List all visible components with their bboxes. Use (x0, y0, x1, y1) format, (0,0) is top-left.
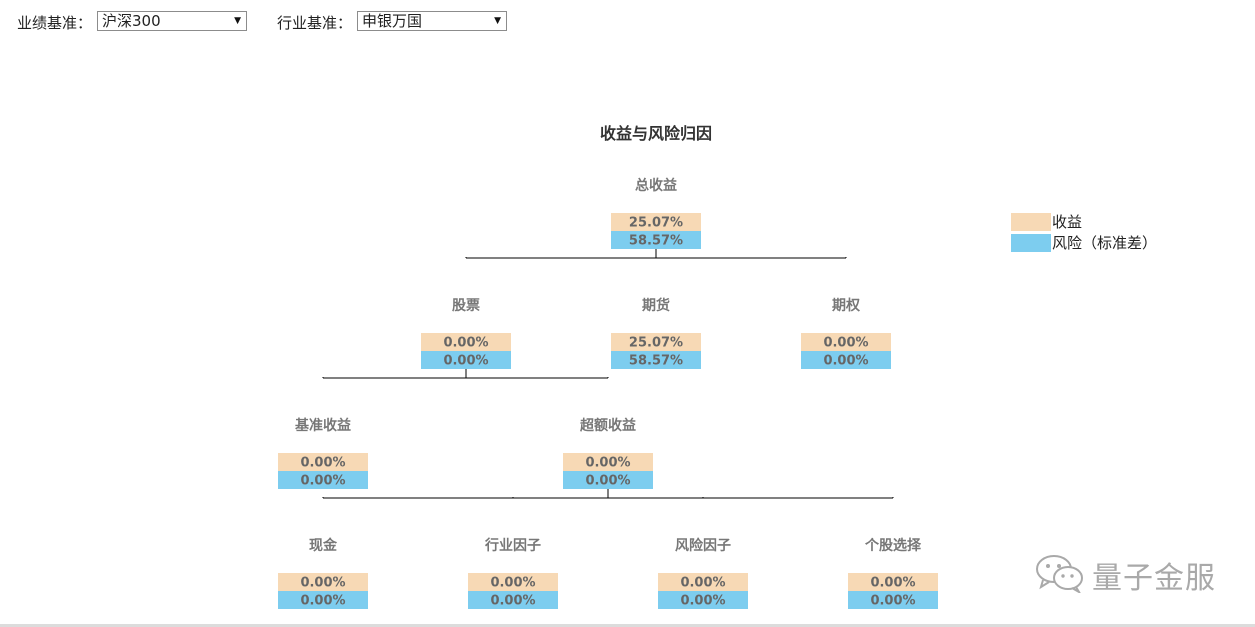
tree-node-benchmark: 基准收益 0.00% 0.00% (278, 417, 368, 489)
return-box (658, 573, 748, 591)
return-value: 0.00% (585, 456, 630, 471)
tree-node-options: 期权 0.00% 0.00% (801, 297, 891, 369)
legend-label-risk: 风险（标准差） (1052, 234, 1158, 252)
bottom-divider (0, 624, 1255, 627)
node-label: 基准收益 (295, 417, 351, 434)
node-label: 总收益 (635, 177, 677, 194)
tree-node-total: 总收益 25.07% 58.57% (611, 177, 701, 249)
risk-value: 0.00% (300, 474, 345, 489)
tree-node-selection: 个股选择 0.00% 0.00% (848, 537, 938, 609)
dropdown-arrow-icon: ▼ (234, 16, 241, 26)
return-value: 25.07% (629, 216, 683, 231)
risk-value: 0.00% (443, 354, 488, 369)
return-value: 0.00% (490, 576, 535, 591)
tree-node-futures: 期货 25.07% 58.57% (611, 297, 701, 369)
tree-node-cash: 现金 0.00% 0.00% (278, 537, 368, 609)
node-label: 个股选择 (864, 537, 922, 554)
tree-node-stock: 股票 0.00% 0.00% (421, 298, 511, 369)
risk-box (658, 591, 748, 609)
risk-value: 0.00% (300, 594, 345, 609)
risk-value: 0.00% (823, 354, 868, 369)
return-box (801, 333, 891, 351)
risk-value: 58.57% (629, 234, 683, 249)
benchmark-label: 业绩基准： (17, 14, 93, 32)
tree-node-industry: 行业因子 0.00% 0.00% (468, 537, 558, 609)
risk-value: 0.00% (870, 594, 915, 609)
return-value: 0.00% (823, 336, 868, 351)
return-value: 0.00% (443, 336, 488, 351)
risk-box (611, 231, 701, 249)
return-value: 0.00% (680, 576, 725, 591)
return-box (278, 573, 368, 591)
risk-value: 58.57% (629, 354, 683, 369)
node-label: 期权 (832, 297, 861, 314)
risk-value: 0.00% (585, 474, 630, 489)
legend-swatch-return (1011, 213, 1051, 231)
benchmark-select-value: 沪深300 (102, 12, 161, 30)
return-box (848, 573, 938, 591)
node-label: 风险因子 (675, 537, 731, 554)
risk-box (421, 351, 511, 369)
risk-value: 0.00% (490, 594, 535, 609)
return-box (611, 213, 701, 231)
watermark-text: 量子金服 (1092, 561, 1216, 596)
legend-swatch-risk (1011, 234, 1051, 252)
node-label: 现金 (309, 537, 338, 554)
industry-label: 行业基准： (277, 14, 353, 32)
risk-box (801, 351, 891, 369)
industry-select-value: 申银万国 (362, 12, 423, 30)
return-box (611, 333, 701, 351)
watermark: 量子金服 (1034, 553, 1215, 596)
return-value: 25.07% (629, 336, 683, 351)
return-box (278, 453, 368, 471)
chart-title: 收益与风险归因 (599, 124, 712, 143)
return-box (563, 453, 653, 471)
node-label: 超额收益 (579, 417, 636, 434)
return-box (468, 573, 558, 591)
wechat-icon (1036, 555, 1083, 595)
risk-box (468, 591, 558, 609)
node-label: 期货 (642, 297, 670, 314)
return-value: 0.00% (870, 576, 915, 591)
tree-node-excess: 超额收益 0.00% 0.00% (563, 417, 653, 489)
node-label: 股票 (452, 298, 480, 314)
return-value: 0.00% (300, 456, 345, 471)
risk-box (848, 591, 938, 609)
risk-box (278, 591, 368, 609)
benchmark-select[interactable]: 沪深300 ▼ (97, 11, 247, 31)
risk-box (278, 471, 368, 489)
tree-node-riskfactor: 风险因子 0.00% 0.00% (658, 537, 748, 609)
node-label: 行业因子 (484, 537, 541, 554)
legend-label-return: 收益 (1052, 213, 1083, 231)
risk-box (611, 351, 701, 369)
return-box (421, 333, 511, 351)
risk-box (563, 471, 653, 489)
risk-value: 0.00% (680, 594, 725, 609)
return-value: 0.00% (300, 576, 345, 591)
industry-select[interactable]: 申银万国 ▼ (357, 11, 507, 31)
dropdown-arrow-icon: ▼ (494, 16, 501, 26)
